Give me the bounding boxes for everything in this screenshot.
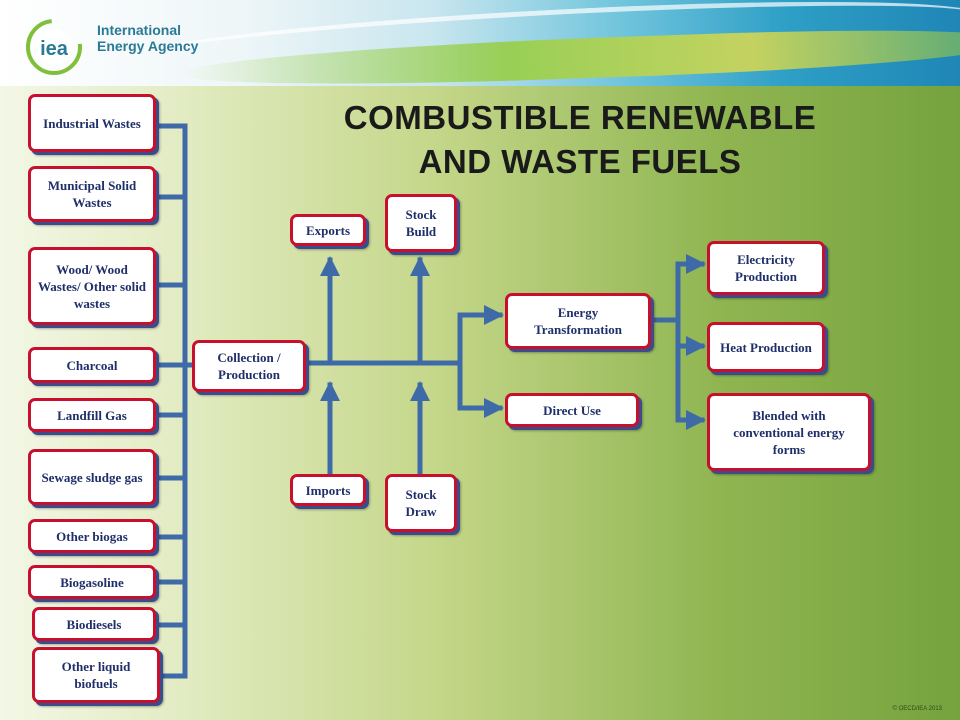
heat-production-box: Heat Production (707, 322, 825, 372)
title-line-2: AND WASTE FUELS (418, 143, 742, 180)
source-other-liquid-biofuels: Other liquid biofuels (32, 647, 160, 703)
source-industrial-wastes: Industrial Wastes (28, 94, 156, 152)
stock-build-box: Stock Build (385, 194, 457, 252)
imports-box: Imports (290, 474, 366, 506)
iea-logo-icon: iea (26, 19, 82, 75)
exports-box: Exports (290, 214, 366, 246)
source-sewage-sludge-gas: Sewage sludge gas (28, 449, 156, 505)
source-municipal-solid-wastes: Municipal Solid Wastes (28, 166, 156, 222)
title-line-1: COMBUSTIBLE RENEWABLE (343, 99, 817, 136)
source-landfill-gas: Landfill Gas (28, 398, 156, 432)
source-wood-wastes: Wood/ Wood Wastes/ Other solid wastes (28, 247, 156, 325)
brand-name: International Energy Agency (97, 22, 198, 54)
electricity-production-box: Electricity Production (707, 241, 825, 295)
collection-production-box: Collection / Production (192, 340, 306, 392)
logo-text: iea (40, 38, 69, 60)
blended-conventional-box: Blended with conventional energy forms (707, 393, 871, 471)
source-biogasoline: Biogasoline (28, 565, 156, 599)
source-charcoal: Charcoal (28, 347, 156, 383)
direct-use-box: Direct Use (505, 393, 639, 427)
page-title: COMBUSTIBLE RENEWABLE AND WASTE FUELS (280, 96, 880, 184)
copyright: © OECD/IEA 2013 (892, 706, 942, 712)
stock-draw-box: Stock Draw (385, 474, 457, 532)
header-banner: iea International Energy Agency (0, 0, 960, 86)
energy-transformation-box: Energy Transformation (505, 293, 651, 349)
source-biodiesels: Biodiesels (32, 607, 156, 641)
source-other-biogas: Other biogas (28, 519, 156, 553)
brand-line-2: Energy Agency (97, 38, 199, 54)
brand-line-1: International (97, 22, 182, 38)
